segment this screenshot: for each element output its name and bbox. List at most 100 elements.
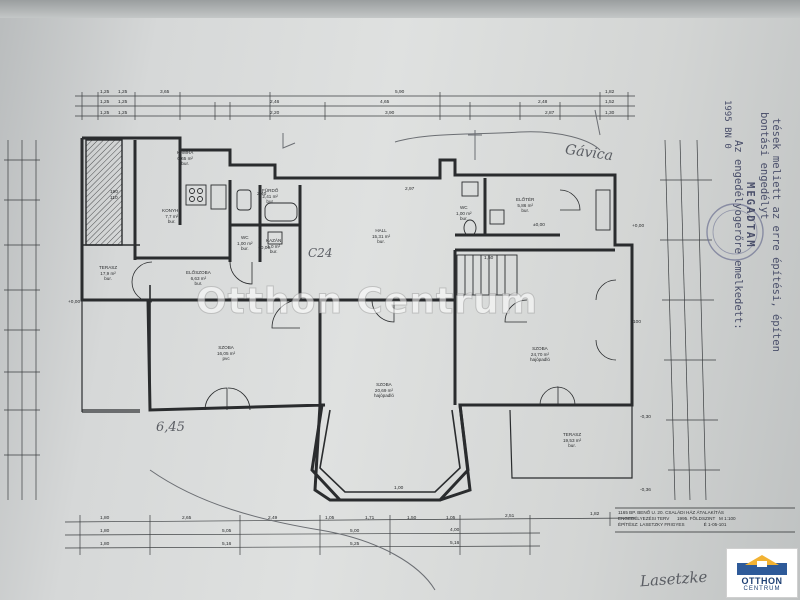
room-name: WC	[240, 235, 249, 240]
room-floor: bur.	[568, 443, 576, 448]
dimension-label: 2,20	[270, 111, 280, 116]
dimension-label: 5,05	[222, 529, 232, 534]
room-name: KAZÁN	[266, 238, 282, 243]
dimension-label: 1,25	[100, 111, 110, 116]
room-floor: bur.	[377, 239, 385, 244]
dimension-label: 1,25	[100, 100, 110, 105]
room-name: SZOBA	[376, 382, 392, 387]
room-area: 1,00 m²	[456, 210, 472, 216]
handwritten-note-mid-left: C24	[308, 246, 333, 260]
room-floor: hajópadló	[530, 357, 550, 362]
room-name: SZOBA	[218, 345, 234, 350]
room-name: KAMRA	[177, 150, 194, 155]
stamp-line: MEGADTAM	[744, 182, 756, 249]
right-terrace-outline	[81, 300, 633, 479]
title-block-line: 1165 BP. BENŐ U. 20. CSALÁDI HÁZ ÁTALAKÍ…	[618, 510, 724, 515]
room-floor: bur.	[104, 276, 112, 281]
room-area: 16,05 m²	[217, 350, 236, 356]
room-name: TERASZ	[99, 265, 118, 270]
level-label: ±0,00	[533, 223, 545, 228]
room-area: 24,70 m²	[530, 351, 550, 357]
dimension-label: 2,48	[538, 100, 548, 105]
dimension-label: 5,25	[350, 542, 360, 547]
room-area: 2,41 m²	[262, 193, 278, 199]
level-label: +0,00	[632, 224, 645, 229]
handwritten-note-bottom-left: 6,45	[156, 420, 185, 435]
level-label: +0,00	[258, 246, 271, 251]
title-block-frame	[615, 507, 795, 533]
room-name: HALL	[375, 228, 387, 233]
dimension-label: 2,40	[257, 192, 267, 197]
dimension-label: 1,82	[590, 512, 600, 517]
dimension-label: 1,00	[394, 486, 404, 491]
logo-house-icon	[737, 555, 787, 575]
dimension-label: 5,90	[395, 90, 405, 95]
bottom-dimension-lines	[64, 512, 636, 555]
room-name: ELŐSZOBA	[186, 270, 211, 275]
logo-text-secondary: CENTRUM	[743, 586, 781, 592]
room-floor: bur.	[240, 246, 249, 251]
dimension-label: 5,00	[350, 529, 360, 534]
room-area: 15,31 m²	[372, 233, 391, 239]
dimension-label: 1,50	[407, 516, 417, 521]
interior-walls	[133, 140, 615, 410]
room-area: 7,7 m²	[165, 213, 179, 219]
dimension-label: 1,80	[100, 516, 110, 521]
dimension-label: 1,25	[118, 100, 128, 105]
dimension-label: 1,25	[118, 90, 128, 95]
dimension-label: 2,97	[405, 187, 415, 192]
dimension-label: 4,65	[380, 100, 390, 105]
room-floor: pvc	[222, 356, 230, 361]
room-floor: bur.	[167, 219, 176, 224]
room-area: 17,9 m²	[100, 270, 116, 276]
dimension-label: 190	[110, 190, 119, 195]
stamp-date: 1995 BN 0	[722, 100, 732, 149]
room-floor: bur.	[459, 216, 468, 221]
pencil-marks	[149, 109, 601, 591]
room-area: 1,00 m²	[237, 240, 253, 246]
left-dimension-lines	[4, 140, 40, 500]
dimension-label: 3,65	[160, 90, 170, 95]
dimension-label: 110	[110, 196, 118, 201]
exterior-walls	[80, 136, 634, 502]
dimension-label: 1,05	[446, 516, 456, 521]
room-floor: bur.	[269, 249, 278, 254]
room-area: 1,0 m²	[267, 243, 281, 249]
fixtures	[185, 181, 611, 245]
room-floor: bur.	[266, 199, 274, 204]
door-swings	[131, 189, 617, 411]
dimension-label: 1,25	[100, 90, 110, 95]
dimension-label: 3,90	[385, 111, 395, 116]
dimension-label: 2,49	[268, 516, 278, 521]
approval-stamp-circle	[706, 203, 764, 261]
dimension-label: 2,46	[270, 100, 280, 105]
room-name: SZOBA	[532, 346, 548, 351]
stamp-line: bontási engedélyt	[758, 112, 770, 220]
level-label: -0,36	[640, 488, 651, 493]
dimension-label: 2,65	[182, 516, 192, 521]
room-area: 6,63 m²	[190, 275, 207, 281]
dimension-label: 1,80	[100, 529, 110, 534]
room-name: TERASZ	[563, 432, 582, 437]
dimension-label: 1,50	[484, 256, 494, 261]
room-floor: hajópadló	[374, 393, 394, 398]
dimension-label: 1,71	[365, 516, 375, 521]
room-name: FÜRDŐ	[262, 188, 279, 193]
level-label: +0,00	[68, 300, 81, 305]
title-block-line: ÉPÍTÉSZ: LASETZKY FRIGYES É 1-05-101	[618, 522, 727, 527]
top-dimension-lines	[75, 92, 635, 120]
room-floor: bur.	[181, 161, 189, 166]
dimension-label: 1,25	[118, 111, 128, 116]
dimension-label: 5,16	[450, 541, 460, 546]
room-area: 19,53 m²	[563, 437, 582, 443]
dimension-label: 5,16	[222, 542, 232, 547]
